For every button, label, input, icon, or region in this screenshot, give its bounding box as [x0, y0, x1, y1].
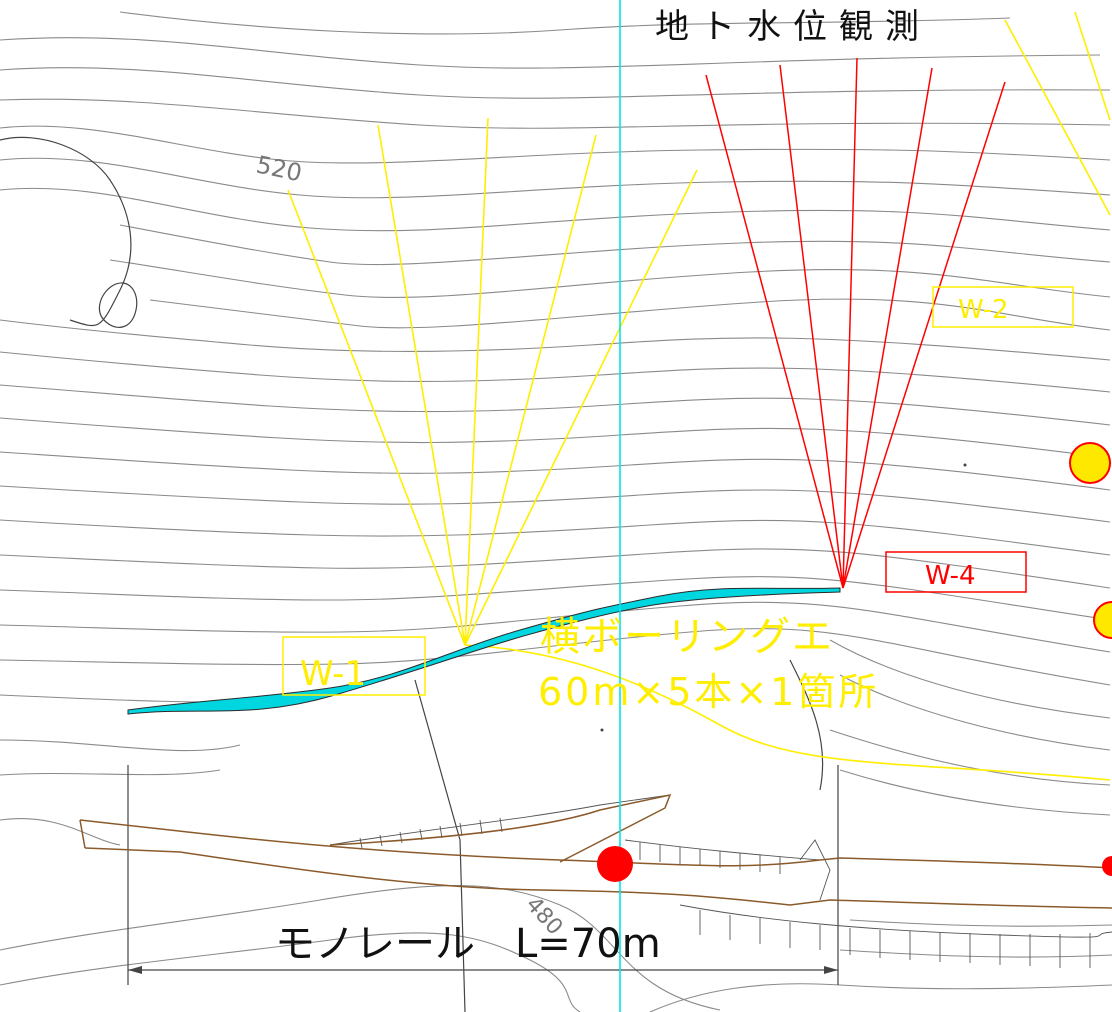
boring-label-line1: 横ボーリングエ [540, 614, 834, 660]
red-marker [597, 846, 633, 882]
contour-lines [0, 11, 1112, 1012]
boring-label-line2: 60m×5本×1箇所 [538, 670, 879, 714]
slope-line-2 [789, 659, 824, 791]
cyan-channel [127, 587, 841, 715]
yellow-marker-1 [1069, 442, 1111, 484]
w1-box [282, 636, 426, 696]
cut-slope-hatching [329, 794, 1112, 968]
w4-label: W-4 [925, 561, 976, 591]
dimension-arrow-left [128, 966, 142, 974]
w2-label: W-2 [958, 295, 1009, 325]
w2-box [932, 286, 1074, 328]
road-outline [79, 793, 1112, 909]
map-title: 地ト水位観測 [655, 7, 931, 47]
dimension-arrow-right [824, 966, 838, 974]
boring-fan-red [705, 57, 1006, 589]
w1-label: W-1 [300, 654, 366, 694]
small-closed-contour [98, 282, 138, 328]
contour-label-520: 520 [254, 150, 305, 187]
boring-fan-yellow [287, 11, 1111, 781]
slope-line-1 [414, 679, 466, 1012]
survey-point-2 [600, 728, 604, 732]
red-marker-edge [1102, 856, 1112, 876]
survey-point [963, 463, 967, 467]
w4-box [885, 551, 1027, 593]
closed-depression [0, 136, 132, 327]
yellow-marker-2 [1093, 601, 1112, 639]
monorail-label: モノレール L=70m [275, 921, 661, 967]
